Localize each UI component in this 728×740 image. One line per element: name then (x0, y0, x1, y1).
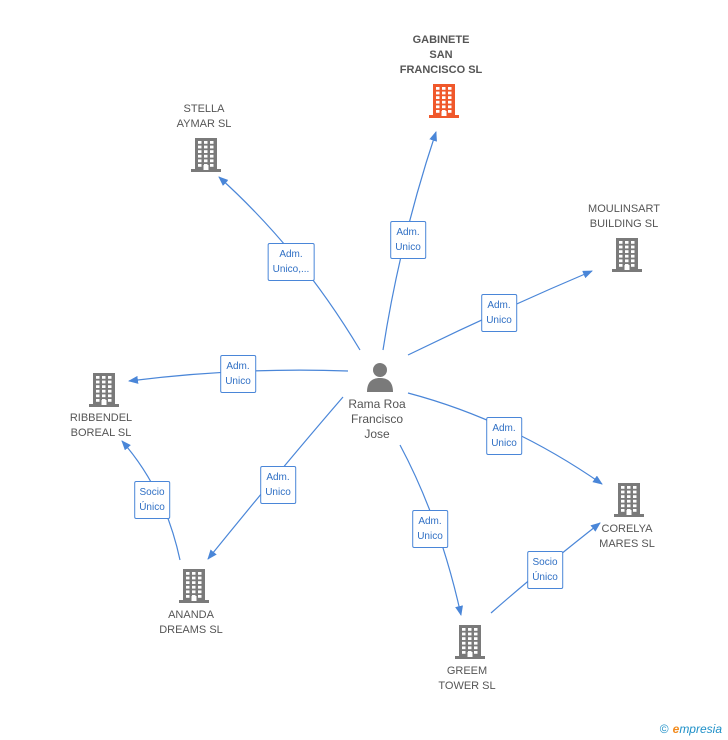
relation-label-greem-corelya[interactable]: Socio Único (527, 551, 563, 589)
company-label-line: FRANCISCO SL (399, 64, 483, 76)
brand-logo-initial: e (672, 722, 680, 736)
person-name-label[interactable]: Rama Roa Francisco Jose (348, 397, 405, 442)
relation-line: Unico (395, 242, 421, 253)
relation-line: Unico (486, 315, 512, 326)
relation-label-greem[interactable]: Adm. Unico (412, 510, 448, 548)
relation-line: Unico (417, 531, 443, 542)
relation-label-stella[interactable]: Adm. Unico,... (267, 243, 315, 281)
relation-label-ribbendel[interactable]: Adm. Unico (220, 355, 256, 393)
relation-label-corelya[interactable]: Adm. Unico (486, 417, 522, 455)
relation-line: Adm. (226, 361, 250, 372)
relation-label-gabinete[interactable]: Adm. Unico (390, 221, 426, 259)
relation-label-ananda-ribbendel[interactable]: Socio Único (134, 481, 170, 519)
relation-line: Adm. (487, 300, 511, 311)
company-label-corelya[interactable]: CORELYA MARES SL (599, 522, 655, 552)
relation-label-moulinsart[interactable]: Adm. Unico (481, 294, 517, 332)
company-label-ribbendel[interactable]: RIBBENDEL BOREAL SL (70, 411, 132, 441)
relation-line: Adm. (418, 516, 442, 527)
person-name-line: Rama Roa (348, 397, 406, 411)
relation-line: Adm. (266, 472, 290, 483)
footer-credit[interactable]: ©empresia (660, 722, 722, 736)
relation-line: Único (532, 572, 558, 583)
copyright-symbol: © (659, 722, 669, 736)
building-icon[interactable] (614, 483, 644, 522)
company-label-line: DREAMS SL (159, 624, 223, 636)
company-label-line: MARES SL (599, 538, 655, 550)
relation-line: Socio (532, 557, 558, 568)
relation-line: Adm. (492, 423, 516, 434)
relation-line: Adm. (396, 227, 420, 238)
company-label-line: ANANDA (168, 609, 214, 621)
company-label-line: RIBBENDEL (69, 412, 133, 424)
company-label-line: STELLA (183, 103, 225, 115)
company-label-greem[interactable]: GREEM TOWER SL (438, 664, 495, 694)
relation-line: Unico (265, 487, 291, 498)
relation-line: Socio (139, 487, 165, 498)
company-label-stella[interactable]: STELLA AYMAR SL (177, 102, 232, 132)
building-icon[interactable] (612, 238, 642, 277)
company-label-moulinsart[interactable]: MOULINSART BUILDING SL (588, 202, 660, 232)
company-label-line: MOULINSART (588, 203, 660, 215)
relation-line: Adm. (279, 249, 303, 260)
relation-line: Unico,... (272, 264, 310, 275)
brand-logo-text: mpresia (679, 722, 722, 736)
company-label-line: GABINETE (412, 34, 470, 46)
person-icon[interactable] (366, 362, 394, 392)
company-label-line: SAN (429, 49, 453, 61)
building-icon[interactable] (191, 138, 221, 177)
company-label-ananda[interactable]: ANANDA DREAMS SL (159, 608, 223, 638)
building-icon[interactable] (179, 569, 209, 608)
company-label-gabinete[interactable]: GABINETE SAN FRANCISCO SL (400, 33, 483, 78)
company-label-line: TOWER SL (438, 680, 496, 692)
person-name-line: Jose (364, 427, 390, 441)
relation-line: Unico (225, 376, 251, 387)
relation-label-ananda[interactable]: Adm. Unico (260, 466, 296, 504)
company-label-line: AYMAR SL (176, 118, 232, 130)
company-label-line: BOREAL SL (70, 427, 132, 439)
person-name-line: Francisco (350, 412, 404, 426)
relation-line: Único (139, 502, 165, 513)
company-label-line: GREEM (446, 665, 488, 677)
relation-line: Unico (491, 438, 517, 449)
company-label-line: CORELYA (601, 523, 653, 535)
building-icon[interactable] (89, 373, 119, 412)
building-icon[interactable] (429, 84, 459, 123)
building-icon[interactable] (455, 625, 485, 664)
company-label-line: BUILDING SL (589, 218, 659, 230)
